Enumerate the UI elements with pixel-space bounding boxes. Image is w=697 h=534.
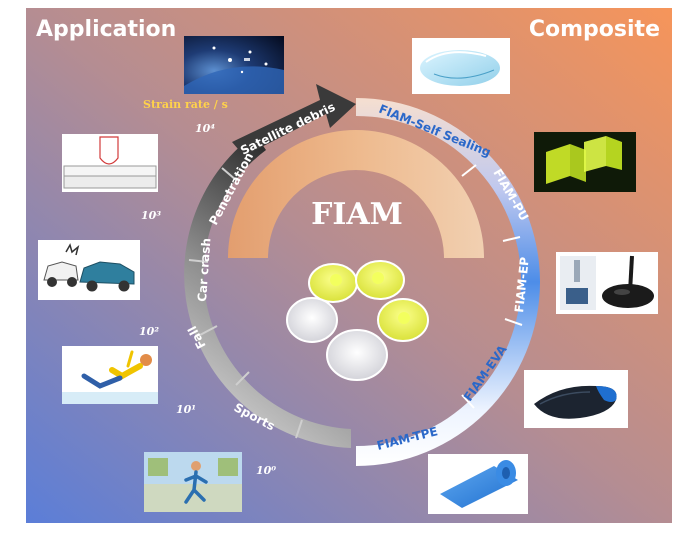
insole-photo	[524, 370, 628, 428]
label-fiam-ep: FIAM-EP	[512, 256, 532, 313]
yellow-cubes-photo	[534, 132, 636, 192]
center-arch	[228, 130, 484, 258]
running-illustration	[144, 452, 242, 512]
fiam-title: FIAM	[311, 197, 403, 232]
satellite-arrow	[232, 84, 356, 156]
car-crash-illustration	[38, 240, 140, 300]
satellite-debris-photo	[184, 36, 284, 94]
fiam-samples-photo	[286, 260, 429, 381]
composite-heading: Composite	[529, 17, 660, 42]
strain-rate-10-2: 10²	[139, 325, 159, 338]
composite-dividers	[461, 164, 523, 409]
strain-rate-label: Strain rate / s	[143, 98, 228, 111]
strain-rate-10-3: 10³	[141, 209, 161, 222]
fall-illustration	[62, 346, 158, 404]
yoga-mat-photo	[428, 454, 528, 514]
strain-rate-10-1: 10¹	[176, 403, 196, 416]
clear-gel-photo	[412, 38, 510, 94]
strain-rate-10-4: 10⁴	[195, 122, 215, 135]
label-car-crash: Car crash	[195, 238, 213, 303]
penetration-diagram	[62, 134, 158, 192]
application-ring	[184, 134, 351, 448]
application-dividers	[188, 167, 303, 439]
application-heading: Application	[36, 17, 176, 42]
epoxy-pour-photo	[556, 252, 658, 314]
strain-rate-10-0: 10⁰	[256, 464, 276, 477]
composite-ring	[356, 98, 540, 466]
